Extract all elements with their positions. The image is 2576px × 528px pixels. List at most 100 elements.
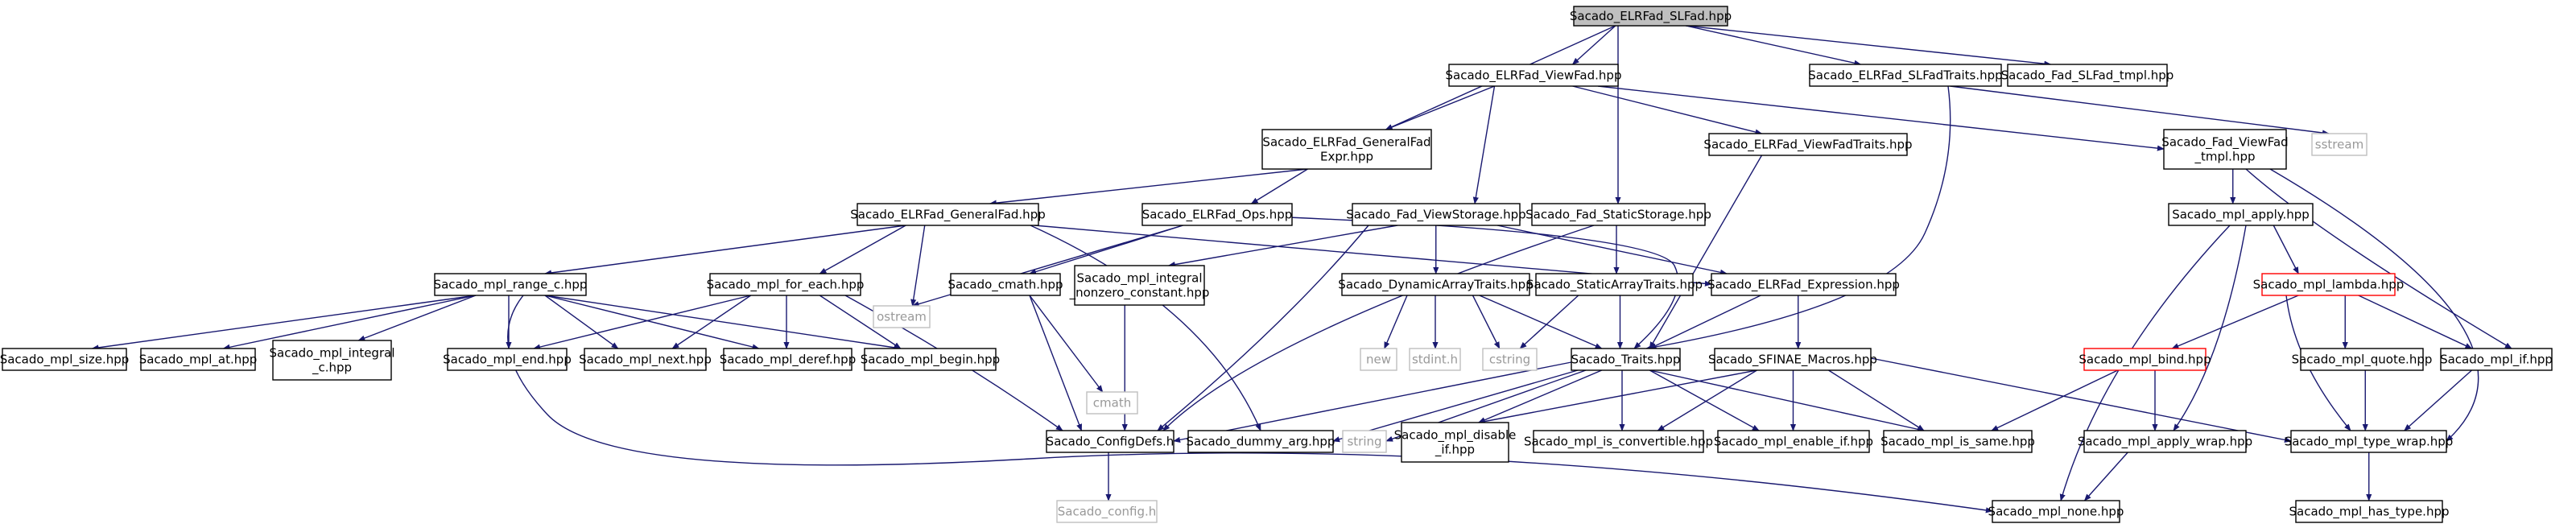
node-box [140,348,256,371]
node-label: _if.hpp [1435,443,1475,458]
node-mplif[interactable]: Sacado_mpl_if.hpp [2440,348,2553,371]
edge-ops-to-traits [1287,217,1679,349]
node-label: Sacado_mpl_integral [270,346,395,361]
node-mplderef[interactable]: Sacado_mpl_deref.hpp [720,348,856,371]
node-genfad[interactable]: Sacado_ELRFad_GeneralFad.hpp [850,203,1046,226]
edge-lambda-to-mplif [2358,295,2473,349]
node-box [1883,430,2033,453]
node-sfinae[interactable]: Sacado_SFINAE_Macros.hpp [1708,348,1877,371]
node-configdefs[interactable]: Sacado_ConfigDefs.h [1046,430,1174,453]
node-mplat[interactable]: Sacado_mpl_at.hpp [139,348,258,371]
node-box [1046,430,1174,453]
node-viewfadtraits[interactable]: Sacado_ELRFad_ViewFadTraits.hpp [1703,133,1913,156]
node-cstring: cstring [1482,348,1538,371]
node-traits[interactable]: Sacado_Traits.hpp [1571,348,1681,371]
node-box [1261,129,1432,170]
node-box [873,305,931,328]
node-staticstorage[interactable]: Sacado_Fad_StaticStorage.hpp [1525,203,1711,226]
edge-ops-to-cmathhpp [1029,225,1183,275]
node-box [1056,500,1158,523]
node-box [447,348,568,371]
node-new: new [1360,348,1397,371]
node-label: Sacado_mpl_lambda.hpp [2253,278,2405,293]
node-label: Sacado_ELRFad_Expression.hpp [1707,278,1900,293]
node-applywrap[interactable]: Sacado_mpl_apply_wrap.hpp [2078,430,2252,453]
node-rangec[interactable]: Sacado_mpl_range_c.hpp [434,273,588,296]
node-slfadtraits[interactable]: Sacado_ELRFad_SLFadTraits.hpp [1808,64,2003,87]
edge-staticarray-to-cstring [1519,295,1579,349]
edge-rangec-to-mplintegralc [357,295,477,341]
edge-genfad-to-dummyarg [1030,225,1261,431]
edge-mplapply-to-lambda [2273,225,2299,274]
node-box [1141,203,1293,226]
node-issame[interactable]: Sacado_mpl_is_same.hpp [1880,430,2035,453]
node-mplintegralc[interactable]: Sacado_mpl_integral_c.hpp [270,340,395,381]
node-cmathhpp[interactable]: Sacado_cmath.hpp [947,273,1063,296]
node-box [1401,422,1509,463]
node-typewrap[interactable]: Sacado_mpl_type_wrap.hpp [2285,430,2454,453]
node-isconvertible[interactable]: Sacado_mpl_is_convertible.hpp [1524,430,1713,453]
edge-rangec-to-mplnext [544,295,619,349]
node-mplbind[interactable]: Sacado_mpl_bind.hpp [2079,348,2211,371]
edge-rangec-to-mplnone [507,295,1993,514]
node-dummyarg[interactable]: Sacado_dummy_arg.hpp [1187,430,1335,453]
node-cmath: cmath [1086,391,1138,415]
node-staticarray[interactable]: Sacado_StaticArrayTraits.hpp [1526,273,1703,296]
edges-layer [91,25,2512,514]
node-root[interactable]: Sacado_ELRFad_SLFad.hpp [1570,6,1732,27]
edge-viewstorage-to-integralnz [1167,225,1398,268]
node-label: Sacado_mpl_at.hpp [139,353,258,368]
node-dynarray[interactable]: Sacado_DynamicArrayTraits.hpp [1338,273,1534,296]
node-label: Expr.hpp [1320,150,1373,164]
node-mplnext[interactable]: Sacado_mpl_next.hpp [579,348,712,371]
node-box [1717,430,1870,453]
node-viewstorage[interactable]: Sacado_Fad_ViewStorage.hpp [1346,203,1526,226]
node-box [1086,391,1138,415]
edge-viewfadtraits-to-traits [1649,155,1763,349]
node-ops[interactable]: Sacado_ELRFad_Ops.hpp [1141,203,1293,226]
node-mplsize[interactable]: Sacado_mpl_size.hpp [0,348,129,371]
edge-rangec-to-mplat [222,295,477,350]
node-mplquote[interactable]: Sacado_mpl_quote.hpp [2292,348,2433,371]
node-label: Sacado_Traits.hpp [1571,353,1681,368]
node-enableif[interactable]: Sacado_mpl_enable_if.hpp [1714,430,1873,453]
node-box [1352,203,1521,226]
node-box [1531,203,1706,226]
node-label: Sacado_ELRFad_GeneralFad [1262,135,1430,151]
node-mplnone[interactable]: Sacado_mpl_none.hpp [1988,500,2124,523]
node-box [2168,203,2314,226]
node-label: cmath [1093,396,1131,410]
node-slfadtmpl[interactable]: Sacado_Fad_SLFad_tmpl.hpp [2001,64,2174,87]
node-label: Sacado_ELRFad_GeneralFad.hpp [850,208,1045,223]
node-label: Sacado_StaticArrayTraits.hpp [1526,278,1703,293]
node-disableif[interactable]: Sacado_mpl_disable_if.hpp [1394,422,1517,463]
node-ostream: ostream [873,305,931,328]
edge-expression-to-traits [1649,295,1761,349]
node-lambda[interactable]: Sacado_mpl_lambda.hpp [2253,273,2405,296]
node-box [1341,273,1530,296]
node-box [1535,273,1694,296]
node-viewfad[interactable]: Sacado_ELRFad_ViewFad.hpp [1446,64,1622,87]
node-hastype[interactable]: Sacado_mpl_has_type.hpp [2289,500,2450,523]
node-box [2083,348,2207,371]
node-integralnz[interactable]: Sacado_mpl_integral_nonzero_constant.hpp [1069,265,1210,306]
node-expression[interactable]: Sacado_ELRFad_Expression.hpp [1707,273,1900,296]
node-label: Sacado_mpl_disable [1394,428,1517,443]
node-viewfadtmpl[interactable]: Sacado_Fad_ViewFad_tmpl.hpp [2161,129,2289,170]
node-box [1342,430,1387,453]
edge-viewfad-to-viewfadtmpl [1597,85,2165,151]
node-string: string [1342,430,1387,453]
node-label: string [1347,435,1381,449]
edge-viewfadtmpl-to-typewrap [2269,168,2479,442]
node-box [1074,265,1205,306]
node-mplapply[interactable]: Sacado_mpl_apply.hpp [2168,203,2314,226]
node-label: Sacado_dummy_arg.hpp [1187,435,1335,450]
node-foreach[interactable]: Sacado_mpl_for_each.hpp [707,273,865,296]
node-mplend[interactable]: Sacado_mpl_end.hpp [443,348,572,371]
node-box [1482,348,1538,371]
edge-mplapply-to-applywrap [2173,225,2247,431]
node-label: Sacado_ELRFad_ViewFad.hpp [1446,68,1622,84]
node-box [1992,500,2120,523]
node-mplbegin[interactable]: Sacado_mpl_begin.hpp [861,348,1000,371]
